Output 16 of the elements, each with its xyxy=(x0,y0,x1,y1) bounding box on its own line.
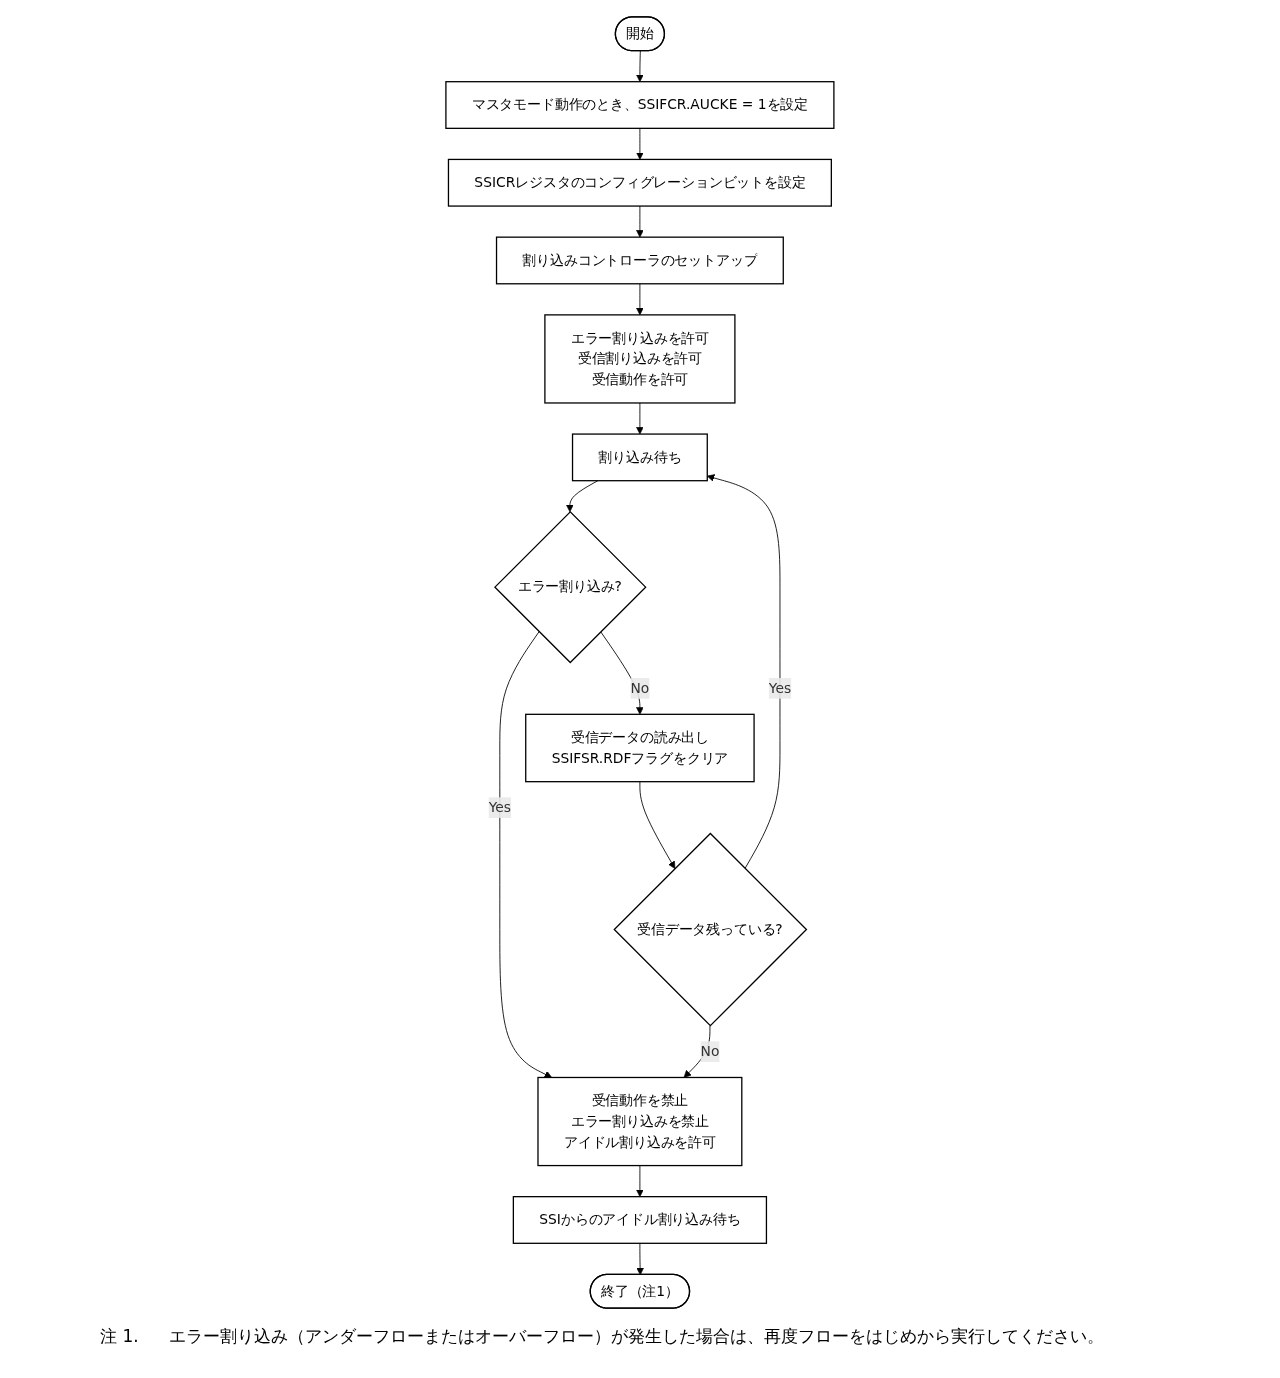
edge-label: Yes xyxy=(488,798,512,816)
note-text: エラー割り込み（アンダーフローまたはオーバーフロー）が発生した場合は、再度フローをはじめから実行してください。 xyxy=(168,1325,1104,1348)
edge-label: No xyxy=(700,1042,720,1060)
node-box: 受信動作を禁止 エラー割り込みを禁止 アイドル割り込みを許可 xyxy=(537,1076,743,1167)
node-diamond: 受信データ残っている? xyxy=(613,832,808,1027)
edge-label: No xyxy=(630,679,650,697)
node-box: 受信データの読み出し SSIFSR.RDFフラグをクリア xyxy=(525,713,755,783)
note-text: 注 1. xyxy=(100,1325,139,1348)
node-box: 割り込みコントローラのセットアップ xyxy=(496,236,784,285)
node-box: エラー割り込みを許可 受信割り込みを許可 受信動作を許可 xyxy=(544,314,736,404)
node-box: 割り込み待ち xyxy=(572,433,708,482)
node-box: マスタモード動作のとき、SSIFCR.AUCKE = 1を設定 xyxy=(445,81,835,129)
edge-label: Yes xyxy=(768,679,792,697)
node-box: SSICRレジスタのコンフィグレーションビットを設定 xyxy=(447,158,833,207)
node-box: SSIからのアイドル割り込み待ち xyxy=(512,1196,768,1244)
node-diamond: エラー割り込み? xyxy=(494,510,647,664)
